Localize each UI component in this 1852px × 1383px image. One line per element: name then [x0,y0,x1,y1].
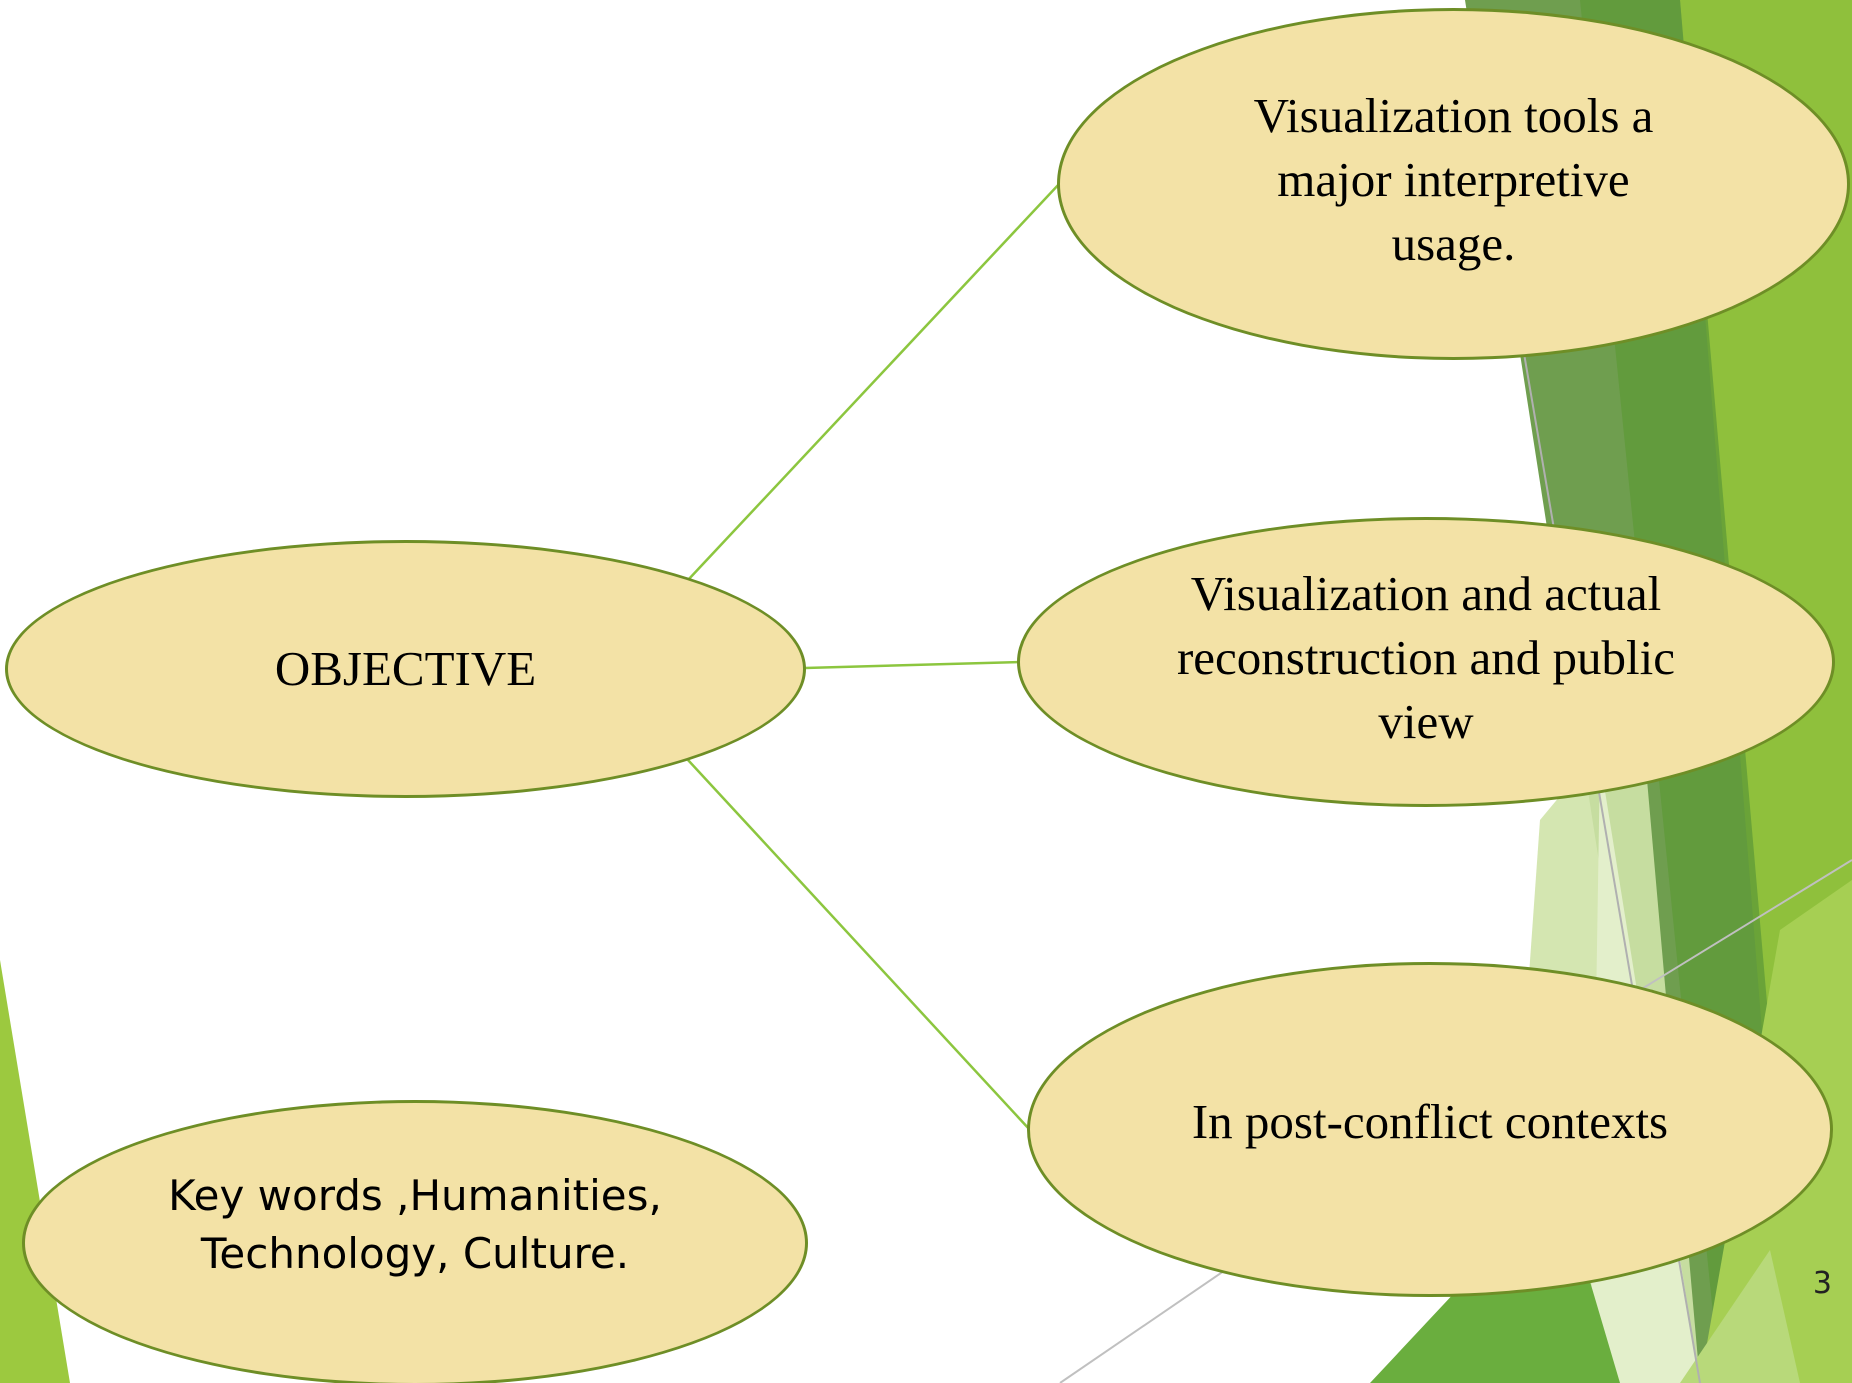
green-shard [0,960,70,1383]
keywords-label: Key words ,Humanities, Technology, Cultu… [168,1171,662,1278]
connector-line [804,660,1021,670]
connector-line [687,759,1031,1131]
decor-line [1059,1259,1241,1383]
branch-node-visualization-tools: Visualization tools a major interpretive… [1057,8,1850,360]
branch-node-post-conflict: In post-conflict contexts [1027,962,1833,1297]
branch-label: Visualization and actual reconstruction … [1176,566,1675,749]
branch-label: In post-conflict contexts [1191,1093,1669,1149]
branch-node-reconstruction: Visualization and actual reconstruction … [1017,517,1835,807]
objective-node: OBJECTIVE [5,540,806,798]
connector-line [687,182,1061,581]
objective-label: OBJECTIVE [274,641,537,696]
keywords-node: Key words ,Humanities, Technology, Cultu… [22,1100,808,1383]
page-number: 3 [1812,1266,1832,1301]
green-shard [1680,1250,1800,1383]
decor-line [1639,859,1852,991]
branch-label: Visualization tools a major interpretive… [1253,88,1654,271]
